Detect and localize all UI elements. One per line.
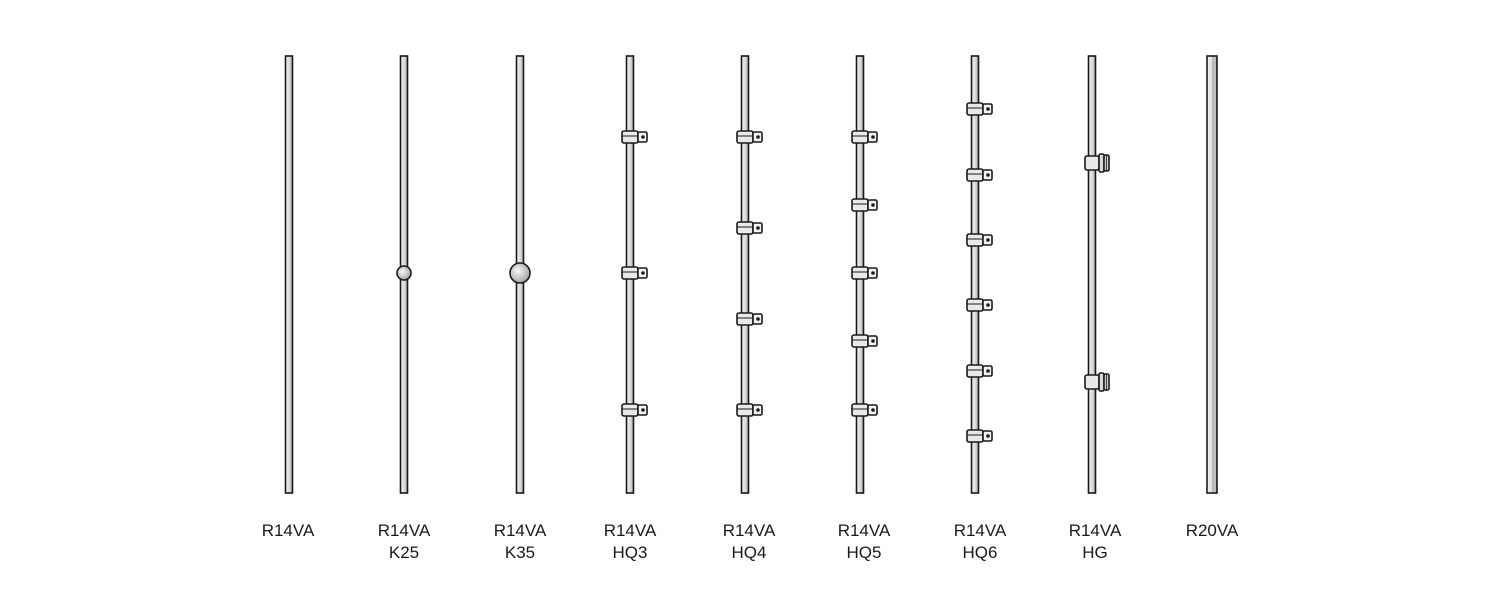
rod-label-r14va: R14VA: [228, 520, 348, 542]
clamp-screw: [986, 238, 990, 242]
rod-holder: [1084, 153, 1110, 173]
rod-clamp: [966, 429, 993, 443]
clamp-collar: [736, 221, 754, 235]
rod-shaft: [740, 55, 750, 494]
clamp-screw: [641, 271, 645, 275]
clamp-screw: [641, 408, 645, 412]
rod-clamp: [966, 298, 993, 312]
rod-label-r20va: R20VA: [1152, 520, 1272, 542]
clamp-collar: [966, 364, 984, 378]
rod-clamp: [966, 233, 993, 247]
rod-r14va-hg: [1084, 55, 1110, 494]
rod-clamp: [621, 403, 648, 417]
clamp-collar: [966, 298, 984, 312]
rod-r14va: [284, 55, 294, 494]
rod-clamp: [851, 266, 878, 280]
clamp-collar: [966, 233, 984, 247]
rod-label-line1: R14VA: [603, 521, 657, 540]
rod-clamp: [621, 266, 648, 280]
clamp-collar: [851, 198, 869, 212]
rod-ball: [396, 265, 412, 281]
holder-collar: [1084, 155, 1100, 171]
clamp-screw: [871, 203, 875, 207]
clamp-screw: [986, 107, 990, 111]
rod-clamp: [966, 168, 993, 182]
clamp-collar: [621, 403, 639, 417]
rod-label-line2: HQ3: [612, 543, 648, 562]
rod-clamp: [851, 130, 878, 144]
rod-r14va-k25: [396, 55, 412, 494]
clamp-screw: [871, 271, 875, 275]
clamp-screw: [756, 226, 760, 230]
rod-clamp: [966, 364, 993, 378]
rod-clamp: [966, 102, 993, 116]
rod-r14va-k35: [509, 55, 531, 494]
rod-r14va-hq4: [736, 55, 763, 494]
clamp-collar: [621, 266, 639, 280]
clamp-collar: [966, 429, 984, 443]
rod-clamp: [736, 403, 763, 417]
clamp-collar: [851, 130, 869, 144]
clamp-collar: [736, 312, 754, 326]
rod-label-line1: R14VA: [377, 521, 431, 540]
clamp-screw: [756, 317, 760, 321]
clamp-screw: [641, 135, 645, 139]
rod-label-line1: R14VA: [493, 521, 547, 540]
rod-r14va-hq3: [621, 55, 648, 494]
rod-shaft: [1087, 55, 1097, 494]
rod-label-line1: R14VA: [261, 521, 315, 540]
rod-label-line2: HQ4: [731, 543, 767, 562]
rod-clamp: [736, 221, 763, 235]
rod-label-line2: HQ5: [846, 543, 882, 562]
rod-label-r14va-hq3: R14VA HQ3: [570, 520, 690, 564]
rod-label-line1: R14VA: [837, 521, 891, 540]
clamp-screw: [871, 135, 875, 139]
clamp-screw: [756, 408, 760, 412]
clamp-screw: [871, 408, 875, 412]
holder-collar: [1084, 374, 1100, 390]
rod-label-line1: R14VA: [1068, 521, 1122, 540]
rod-clamp: [851, 403, 878, 417]
rod-shaft: [284, 55, 294, 494]
rod-clamp: [621, 130, 648, 144]
clamp-collar: [736, 403, 754, 417]
rod-shaft: [970, 55, 980, 494]
rod-label-r14va-k35: R14VA K35: [460, 520, 580, 564]
clamp-screw: [871, 339, 875, 343]
clamp-collar: [621, 130, 639, 144]
clamp-screw: [986, 369, 990, 373]
rod-label-line2: HG: [1082, 543, 1108, 562]
clamp-screw: [986, 303, 990, 307]
clamp-collar: [966, 102, 984, 116]
clamp-screw: [986, 434, 990, 438]
clamp-collar: [851, 334, 869, 348]
rod-clamp: [851, 198, 878, 212]
rod-label-r14va-k25: R14VA K25: [344, 520, 464, 564]
rod-clamp: [736, 130, 763, 144]
rod-label-line2: K25: [388, 543, 420, 562]
rod-label-r14va-hq6: R14VA HQ6: [920, 520, 1040, 564]
rod-label-line1: R20VA: [1185, 521, 1239, 540]
rod-label-r14va-hg: R14VA HG: [1035, 520, 1155, 564]
rod-label-line1: R14VA: [953, 521, 1007, 540]
clamp-collar: [851, 266, 869, 280]
rod-ball: [509, 262, 531, 284]
rod-label-r14va-hq5: R14VA HQ5: [804, 520, 924, 564]
rod-r14va-hq5: [851, 55, 878, 494]
rod-label-r14va-hq4: R14VA HQ4: [689, 520, 809, 564]
rod-label-line1: R14VA: [722, 521, 776, 540]
rod-clamp: [851, 334, 878, 348]
clamp-screw: [986, 173, 990, 177]
clamp-collar: [851, 403, 869, 417]
clamp-collar: [966, 168, 984, 182]
clamp-screw: [756, 135, 760, 139]
rod-r14va-hq6: [966, 55, 993, 494]
rod-clamp: [736, 312, 763, 326]
rod-label-line2: K35: [504, 543, 536, 562]
rod-r20va: [1206, 55, 1218, 494]
rod-holder: [1084, 372, 1110, 392]
clamp-collar: [736, 130, 754, 144]
rod-label-line2: HQ6: [962, 543, 998, 562]
